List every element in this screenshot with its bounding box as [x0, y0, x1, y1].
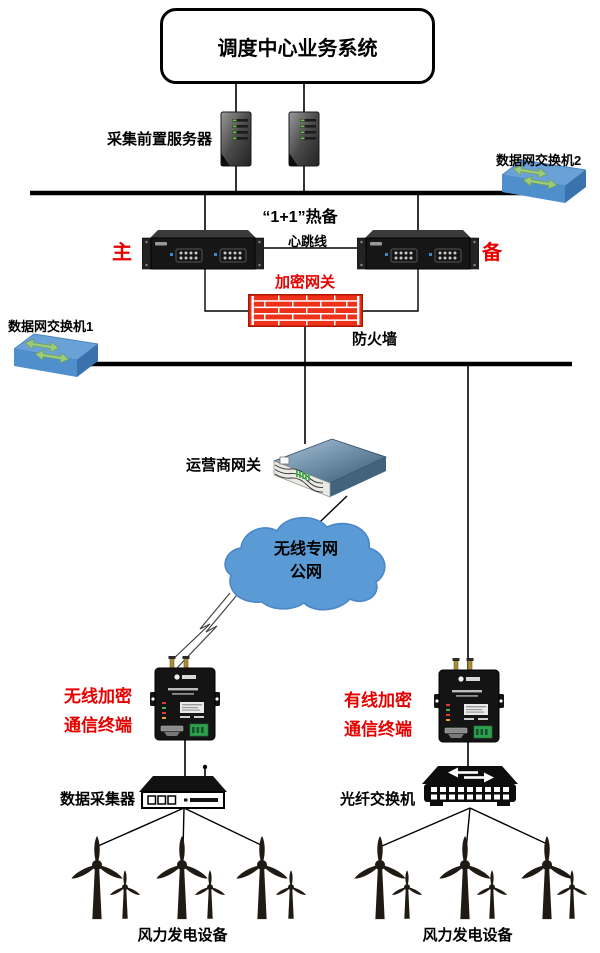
carrier-gateway-label: 运营商网关	[186, 457, 262, 474]
hot-standby-label: “1+1”热备	[262, 209, 338, 226]
wired-terminal-label-line2: 通信终端	[344, 720, 412, 739]
wired-terminal-label: 有线加密 通信终端	[344, 686, 412, 744]
dispatch-center-title: 调度中心业务系统	[217, 37, 378, 60]
wind-turbine-icon	[274, 870, 308, 920]
wind-turbine-icon	[193, 870, 227, 920]
wind-turbine-icon	[475, 870, 509, 920]
carrier-gateway-icon	[272, 438, 388, 498]
wind-turbine-icon	[555, 870, 589, 920]
dispatch-center-node: 调度中心业务系统	[160, 8, 435, 84]
switch2-label: 数据网交换机2	[496, 153, 582, 168]
lightning-bolt	[170, 592, 231, 662]
server-icon	[288, 111, 320, 167]
wireless-terminal-label-line1: 无线加密	[64, 687, 132, 706]
data-collector-label: 数据采集器	[60, 791, 136, 808]
network-switch-icon	[14, 332, 98, 378]
server-icon	[220, 111, 252, 167]
wireless-terminal-icon	[150, 656, 220, 744]
wind-farm-left-label: 风力发电设备	[137, 927, 228, 944]
data-collector-icon	[139, 764, 227, 809]
primary-label: 主	[112, 242, 132, 264]
switch1-label: 数据网交换机1	[8, 319, 94, 334]
lightning-bolt	[176, 594, 238, 669]
heartbeat-label: 心跳线	[288, 234, 328, 249]
cloud-label-line1: 无线专网	[273, 541, 338, 558]
wireless-terminal-label-line2: 通信终端	[64, 716, 132, 735]
encryption-gateway-backup-icon	[357, 226, 479, 272]
firewall-icon	[248, 294, 363, 327]
network-cloud-icon	[224, 516, 386, 611]
wind-turbine-icon	[390, 870, 424, 920]
encryption-gateway-label: 加密网关	[274, 274, 335, 291]
wind-turbine-icon	[108, 870, 142, 920]
wireless-terminal-label: 无线加密 通信终端	[64, 682, 132, 740]
wired-terminal-icon	[434, 658, 504, 746]
firewall-label: 防火墙	[352, 331, 398, 348]
fiber-switch-icon	[422, 766, 518, 806]
encryption-gateway-primary-icon	[142, 226, 264, 272]
front-server-label: 采集前置服务器	[106, 131, 212, 148]
wind-farm-right-label: 风力发电设备	[422, 927, 513, 944]
wired-terminal-label-line1: 有线加密	[344, 691, 412, 710]
cloud-label-line2: 公网	[289, 564, 322, 581]
backup-label: 备	[482, 242, 502, 264]
fiber-switch-label: 光纤交换机	[340, 791, 416, 808]
